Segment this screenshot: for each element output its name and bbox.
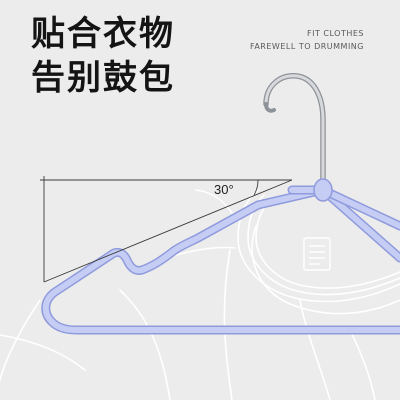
- subtitle-line-2: FAREWELL TO DRUMMING: [249, 42, 364, 51]
- headline-line-2: 告别鼓包: [31, 58, 175, 98]
- headline: 贴合衣物 告别鼓包: [31, 12, 175, 100]
- angle-label: 30°: [214, 182, 234, 197]
- headline-line-1: 贴合衣物: [31, 14, 175, 54]
- subtitle: FIT CLOTHES FAREWELL TO DRUMMING: [250, 27, 364, 53]
- subtitle-line-1: FIT CLOTHES: [307, 29, 364, 38]
- shirt-label: [303, 237, 331, 271]
- hanger-body: [41, 178, 400, 335]
- shirt-outline: [0, 189, 400, 400]
- angle-guide: [40, 176, 293, 283]
- hanger-hook: [263, 73, 326, 188]
